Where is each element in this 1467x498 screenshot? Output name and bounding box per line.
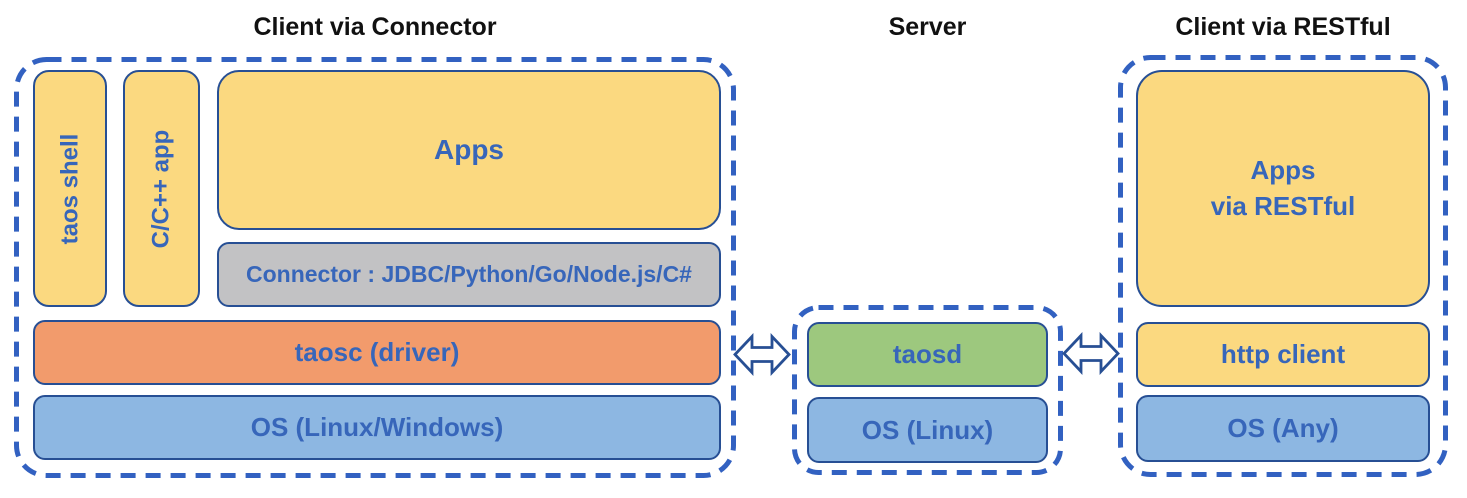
http-client-label: http client — [1220, 339, 1346, 369]
client-restful-title: Client via RESTful — [1175, 13, 1391, 41]
client-connector-group — [14, 57, 736, 478]
client-connector-title: Client via Connector — [253, 13, 497, 41]
os-linux-label: OS (Linux) — [861, 414, 994, 445]
os-linux-box: OS (Linux) — [807, 397, 1048, 463]
client-restful-group-border — [1118, 55, 1448, 477]
bidirectional-arrow-icon — [733, 332, 791, 377]
apps-via-restful-box: Apps via RESTful — [1136, 70, 1430, 307]
connector-label: Connector : JDBC/Python/Go/Node.js/C# — [246, 261, 692, 287]
taosd-box: taosd — [807, 322, 1048, 387]
server-title: Server — [888, 13, 967, 41]
taosc-driver-box: taosc (driver) — [33, 320, 721, 385]
os-any-box: OS (Any) — [1136, 395, 1430, 462]
bidirectional-arrow-icon — [1062, 331, 1120, 376]
taosd-label: taosd — [892, 339, 963, 369]
server-group-border — [792, 305, 1063, 475]
apps-via-restful-label: Apps via RESTful — [1210, 155, 1356, 221]
server-group — [792, 305, 1063, 475]
apps-label: Apps — [434, 134, 504, 165]
cpp-app-label: C/C++ app — [147, 129, 175, 248]
connector-box: Connector : JDBC/Python/Go/Node.js/C# — [217, 242, 721, 307]
os-any-label: OS (Any) — [1227, 413, 1339, 443]
taosc-driver-label: taosc (driver) — [294, 337, 460, 367]
cpp-app-box: C/C++ app — [123, 70, 200, 307]
http-client-box: http client — [1136, 322, 1430, 387]
taos-shell-box: taos shell — [33, 70, 107, 307]
client-connector-group-border — [14, 57, 736, 478]
client-restful-group — [1118, 55, 1448, 477]
os-linux-windows-box: OS (Linux/Windows) — [33, 395, 721, 460]
apps-box: Apps — [217, 70, 721, 230]
os-linux-windows-label: OS (Linux/Windows) — [250, 412, 504, 442]
taos-shell-label: taos shell — [56, 133, 83, 244]
